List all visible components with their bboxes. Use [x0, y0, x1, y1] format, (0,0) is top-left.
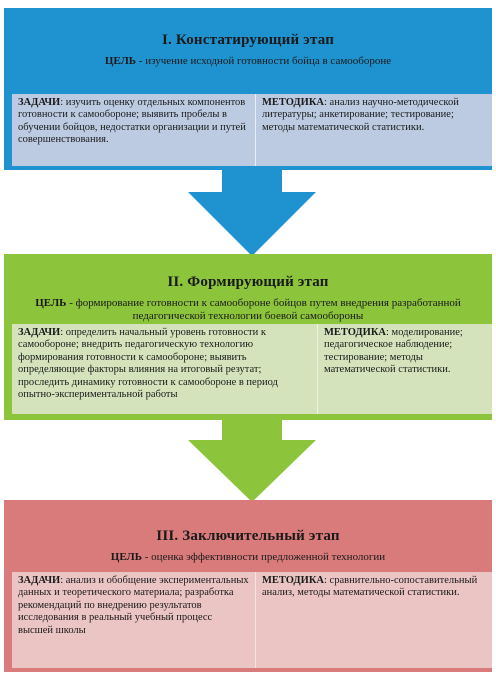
goal-label: ЦЕЛЬ — [35, 297, 67, 309]
goal-text: - оценка эффективности предложенной техн… — [142, 551, 386, 563]
goal-text: - изучение исходной готовности бойца в с… — [136, 55, 392, 67]
arrow-down-icon — [188, 170, 316, 256]
stage-details: ЗАДАЧИ: изучить оценку отдельных компоне… — [12, 94, 492, 166]
methods-text: : сравнительно-сопоставительный анализ, … — [262, 575, 478, 599]
stage-goal: ЦЕЛЬ - формирование готовности к самообо… — [4, 297, 492, 323]
goal-label: ЦЕЛЬ — [104, 55, 137, 67]
methods-cell: МЕТОДИКА: сравнительно-сопоставительный … — [256, 572, 492, 668]
stage-title: I. Констатирующий этап — [161, 32, 335, 48]
goal-text: - формирование готовности к самообороне … — [66, 297, 461, 322]
stage-header: I. Констатирующий этап ЦЕЛЬ - изучение и… — [4, 8, 492, 68]
tasks-text: : изучить оценку отдельных компонентов г… — [18, 97, 246, 146]
tasks-text: : анализ и обобщение экспериментальных д… — [18, 575, 249, 636]
methods-cell: МЕТОДИКА: моделирование; педагогическое … — [318, 324, 492, 414]
stage-details: ЗАДАЧИ: анализ и обобщение экспериментал… — [12, 572, 492, 668]
methods-cell: МЕТОДИКА: анализ научно-методической лит… — [256, 94, 492, 166]
stage-goal: ЦЕЛЬ - оценка эффективности предложенной… — [4, 551, 492, 564]
tasks-label: ЗАДАЧИ — [18, 97, 61, 108]
methods-text: : моделирование; педагогическое наблюден… — [324, 327, 463, 376]
stage-title: II. Формирующий этап — [167, 274, 329, 290]
tasks-cell: ЗАДАЧИ: определить начальный уровень гот… — [12, 324, 318, 414]
methods-text: : анализ научно-методической литературы;… — [262, 97, 459, 133]
tasks-cell: ЗАДАЧИ: изучить оценку отдельных компоне… — [12, 94, 256, 166]
stage-goal: ЦЕЛЬ - изучение исходной готовности бойц… — [4, 55, 492, 68]
stage-final: III. Заключительный этап ЦЕЛЬ - оценка э… — [4, 500, 492, 672]
tasks-label: ЗАДАЧИ — [18, 575, 61, 586]
tasks-label: ЗАДАЧИ — [18, 327, 61, 338]
stage-header: II. Формирующий этап ЦЕЛЬ - формирование… — [4, 254, 492, 323]
stage-header: III. Заключительный этап ЦЕЛЬ - оценка э… — [4, 500, 492, 564]
tasks-cell: ЗАДАЧИ: анализ и обобщение экспериментал… — [12, 572, 256, 668]
goal-label: ЦЕЛЬ — [110, 551, 143, 563]
stage-title: III. Заключительный этап — [156, 528, 340, 544]
stage-details: ЗАДАЧИ: определить начальный уровень гот… — [12, 324, 492, 414]
methods-label: МЕТОДИКА — [324, 327, 387, 338]
arrow-down-icon — [188, 420, 316, 502]
methods-label: МЕТОДИКА — [262, 575, 325, 586]
stage-ascertaining: I. Констатирующий этап ЦЕЛЬ - изучение и… — [4, 8, 492, 170]
stage-forming: II. Формирующий этап ЦЕЛЬ - формирование… — [4, 254, 492, 420]
tasks-text: : определить начальный уровень готовност… — [18, 327, 278, 401]
methods-label: МЕТОДИКА — [262, 97, 325, 108]
